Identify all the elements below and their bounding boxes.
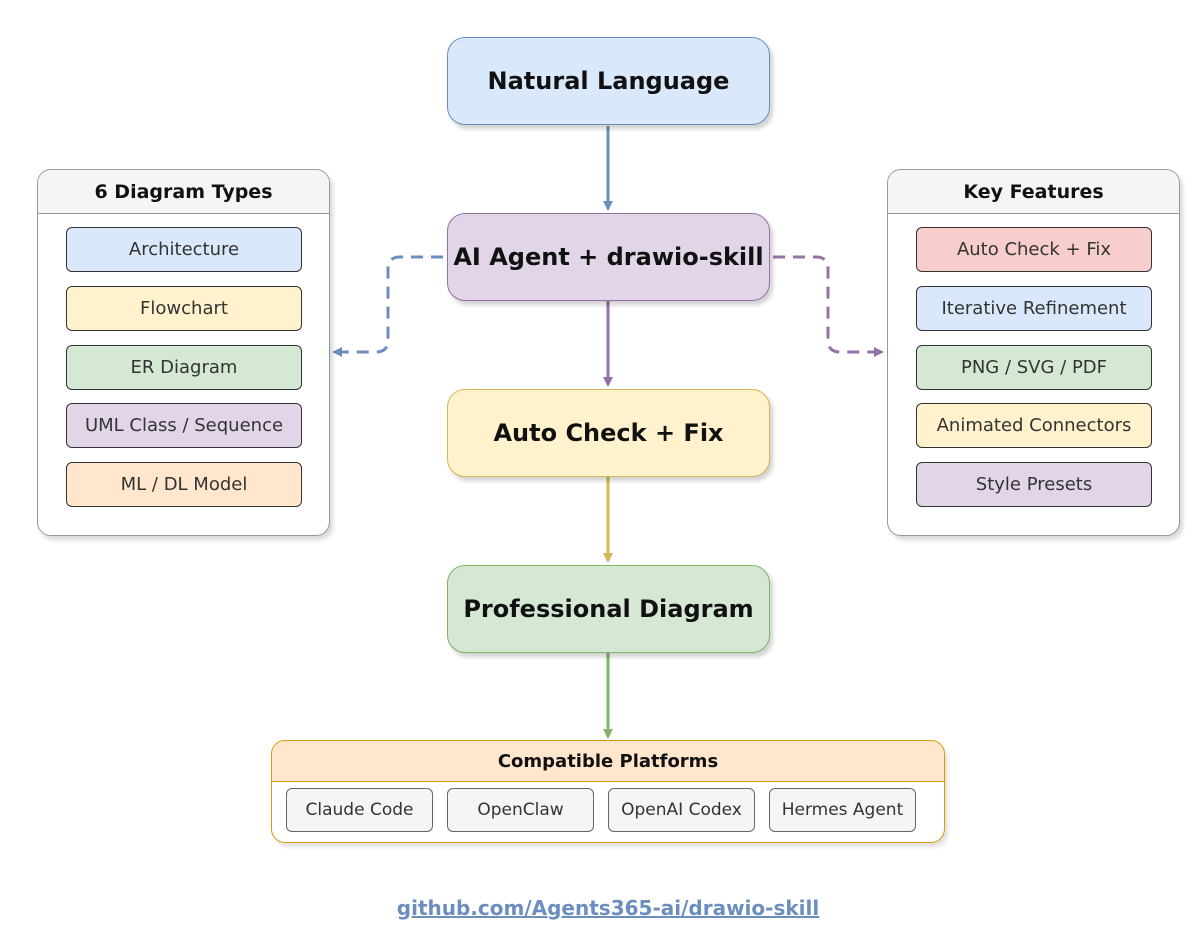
platform-openai-codex: OpenAI Codex [608, 788, 755, 832]
diagram-type-architecture: Architecture [66, 227, 302, 272]
feature-animated-connectors: Animated Connectors [916, 403, 1152, 448]
platforms-title: Compatible Platforms [272, 741, 944, 782]
github-link[interactable]: github.com/Agents365-ai/drawio-skill [396, 896, 820, 920]
auto-check-node: Auto Check + Fix [447, 389, 770, 477]
diagram-types-title: 6 Diagram Types [38, 170, 329, 214]
platform-openclaw: OpenClaw [447, 788, 594, 832]
diagram-type-er: ER Diagram [66, 345, 302, 390]
diagram-type-flowchart: Flowchart [66, 286, 302, 331]
dashed-arrow-to-key-features [773, 255, 884, 357]
key-features-panel: Key Features Auto Check + Fix Iterative … [887, 169, 1180, 536]
dashed-arrow-to-diagram-types [332, 255, 443, 357]
feature-export-formats: PNG / SVG / PDF [916, 345, 1152, 390]
diagram-type-ml-dl: ML / DL Model [66, 462, 302, 507]
feature-auto-check: Auto Check + Fix [916, 227, 1152, 272]
natural-language-node: Natural Language [447, 37, 770, 125]
key-features-title: Key Features [888, 170, 1179, 214]
professional-diagram-node: Professional Diagram [447, 565, 770, 653]
platform-hermes-agent: Hermes Agent [769, 788, 916, 832]
platform-claude-code: Claude Code [286, 788, 433, 832]
platforms-panel: Compatible Platforms Claude Code OpenCla… [271, 740, 945, 843]
feature-iterative-refinement: Iterative Refinement [916, 286, 1152, 331]
diagram-types-panel: 6 Diagram Types Architecture Flowchart E… [37, 169, 330, 536]
agent-node: AI Agent + drawio-skill [447, 213, 770, 301]
feature-style-presets: Style Presets [916, 462, 1152, 507]
diagram-type-uml: UML Class / Sequence [66, 403, 302, 448]
